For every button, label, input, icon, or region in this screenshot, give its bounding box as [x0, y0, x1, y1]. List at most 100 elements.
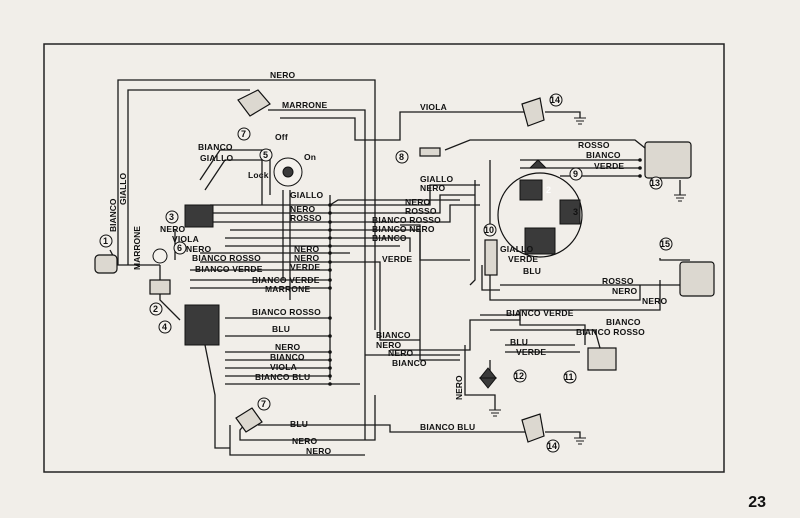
- junction-dots: [328, 158, 642, 386]
- svg-text:BIANCO BLU: BIANCO BLU: [420, 422, 475, 432]
- svg-text:NERO: NERO: [294, 253, 320, 263]
- component-13-voltage-regulator: 13: [644, 141, 692, 190]
- svg-text:4: 4: [162, 322, 167, 332]
- component-14-upper-lamp: 14: [521, 93, 563, 127]
- svg-text:Lock: Lock: [248, 170, 269, 180]
- svg-text:VIOLA: VIOLA: [270, 362, 297, 372]
- svg-text:8: 8: [399, 152, 404, 162]
- svg-text:BIANCO VERDE: BIANCO VERDE: [195, 264, 263, 274]
- svg-text:VERDE: VERDE: [382, 254, 412, 264]
- svg-text:BLU: BLU: [523, 266, 541, 276]
- svg-text:3: 3: [169, 212, 174, 222]
- component-15-tail-lamp: 15: [659, 237, 715, 297]
- svg-text:2: 2: [546, 185, 551, 195]
- svg-text:BIANCO: BIANCO: [198, 142, 233, 152]
- component-7-upper-lamp: 7: [237, 89, 271, 141]
- svg-text:MARRONE: MARRONE: [282, 100, 327, 110]
- svg-text:NERO: NERO: [275, 342, 301, 352]
- svg-text:GIALLO: GIALLO: [118, 173, 128, 205]
- svg-text:VERDE: VERDE: [508, 254, 538, 264]
- svg-text:NERO: NERO: [612, 286, 638, 296]
- component-14-lower-lamp: 14: [521, 413, 560, 453]
- wires: [109, 79, 690, 456]
- svg-text:NERO: NERO: [270, 70, 296, 80]
- svg-text:BIANCO: BIANCO: [372, 233, 407, 243]
- svg-text:9: 9: [573, 169, 578, 179]
- svg-text:NERO: NERO: [306, 446, 332, 456]
- svg-text:NERO: NERO: [388, 348, 414, 358]
- component-1-horn: 1: [94, 234, 118, 274]
- svg-text:Off: Off: [275, 132, 288, 142]
- svg-text:2: 2: [153, 304, 158, 314]
- svg-text:NERO: NERO: [186, 244, 212, 254]
- svg-text:NERO: NERO: [420, 183, 446, 193]
- wire-labels: NERO MARRONE VIOLA BIANCO GIALLO BIANCO …: [108, 70, 668, 456]
- svg-text:NERO: NERO: [376, 340, 402, 350]
- component-8-spark-plug: 8: [395, 147, 441, 164]
- svg-text:11: 11: [564, 372, 574, 382]
- svg-text:1: 1: [103, 236, 108, 246]
- component-11-regulator: 11: [563, 347, 617, 384]
- component-4-handlebar-switch: 4: [158, 304, 220, 346]
- svg-text:3: 3: [573, 207, 578, 217]
- svg-text:BIANCO ROSSO: BIANCO ROSSO: [372, 215, 441, 225]
- svg-text:NERO: NERO: [642, 296, 668, 306]
- svg-text:BIANCO VERDE: BIANCO VERDE: [506, 308, 574, 318]
- svg-text:BLU: BLU: [290, 419, 308, 429]
- svg-text:ROSSO: ROSSO: [578, 140, 610, 150]
- diagram-frame: [43, 43, 725, 473]
- component-5-ignition-switch: 5 Off On Lock: [248, 132, 316, 187]
- svg-text:6: 6: [177, 243, 182, 253]
- svg-text:BIANCO ROSSO: BIANCO ROSSO: [576, 327, 645, 337]
- component-12-diode: 12: [478, 367, 527, 389]
- ground-symbols: [489, 117, 686, 445]
- svg-text:MARRONE: MARRONE: [132, 226, 142, 270]
- svg-text:GIALLO: GIALLO: [200, 153, 233, 163]
- svg-text:BLU: BLU: [272, 324, 290, 334]
- svg-text:BIANCO: BIANCO: [606, 317, 641, 327]
- svg-text:GIALLO: GIALLO: [420, 174, 453, 184]
- svg-text:13: 13: [650, 178, 660, 188]
- svg-text:MARRONE: MARRONE: [265, 284, 310, 294]
- svg-text:ROSSO: ROSSO: [290, 213, 322, 223]
- svg-text:ROSSO: ROSSO: [602, 276, 634, 286]
- svg-text:VERDE: VERDE: [594, 161, 624, 171]
- component-9-flywheel-magneto: 2 3 9: [497, 159, 583, 258]
- component-7-lower-lamp: 7: [235, 397, 271, 433]
- svg-text:7: 7: [241, 129, 246, 139]
- component-10-connector: 10: [483, 223, 498, 276]
- svg-text:BIANCO BLU: BIANCO BLU: [255, 372, 310, 382]
- svg-text:ROSSO: ROSSO: [405, 206, 437, 216]
- svg-text:VERDE: VERDE: [516, 347, 546, 357]
- svg-text:14: 14: [550, 95, 560, 105]
- svg-text:14: 14: [547, 441, 557, 451]
- svg-text:BLU: BLU: [510, 337, 528, 347]
- svg-text:BIANCO: BIANCO: [108, 198, 118, 232]
- svg-text:NERO: NERO: [454, 375, 464, 400]
- svg-text:12: 12: [514, 371, 524, 381]
- svg-text:BIANCO: BIANCO: [392, 358, 427, 368]
- svg-text:BIANCO: BIANCO: [270, 352, 305, 362]
- svg-text:VIOLA: VIOLA: [172, 234, 199, 244]
- svg-text:15: 15: [660, 239, 670, 249]
- svg-text:On: On: [304, 152, 316, 162]
- svg-text:NERO: NERO: [290, 204, 316, 214]
- svg-text:GIALLO: GIALLO: [500, 244, 533, 254]
- svg-text:10: 10: [484, 225, 494, 235]
- svg-text:GIALLO: GIALLO: [290, 190, 323, 200]
- component-2-switch: 2: [149, 279, 171, 316]
- svg-text:VIOLA: VIOLA: [420, 102, 447, 112]
- svg-text:BIANCO: BIANCO: [376, 330, 411, 340]
- svg-text:NERO: NERO: [160, 224, 186, 234]
- svg-text:5: 5: [263, 150, 268, 160]
- svg-text:BIANCO NERO: BIANCO NERO: [372, 224, 435, 234]
- svg-text:BIANCO ROSSO: BIANCO ROSSO: [252, 307, 321, 317]
- svg-text:BIANCO ROSSO: BIANCO ROSSO: [192, 253, 261, 263]
- svg-text:7: 7: [261, 399, 266, 409]
- svg-text:VERDE: VERDE: [290, 262, 320, 272]
- component-3-light-switch: 3: [165, 204, 214, 228]
- svg-text:NERO: NERO: [294, 244, 320, 254]
- svg-text:NERO: NERO: [405, 197, 431, 207]
